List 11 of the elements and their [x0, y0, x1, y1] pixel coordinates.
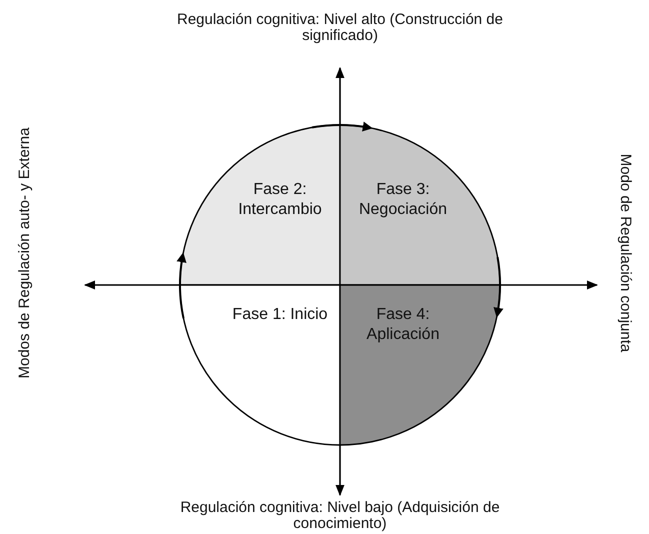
phase-label: Fase 3: Negociación — [358, 180, 448, 220]
axis-label: Regulación cognitiva: Nivel alto (Construcción de significado) — [176, 12, 504, 44]
cycle-arrow — [176, 252, 187, 318]
phase-label: Fase 1: Inicio — [231, 305, 329, 325]
phase-label: Fase 2: Intercambio — [237, 180, 323, 220]
axis-label: Modo de Regulación conjunta — [617, 152, 633, 354]
cycle-arrow — [493, 257, 504, 318]
cycle-arrow — [312, 122, 373, 132]
phase-label: Fase 4: Aplicación — [366, 305, 440, 345]
axis-label: Regulación cognitiva: Nivel bajo (Adquisición de conocimiento) — [179, 500, 501, 532]
axis-label: Modos de Regulación auto- y Externa — [17, 126, 33, 380]
